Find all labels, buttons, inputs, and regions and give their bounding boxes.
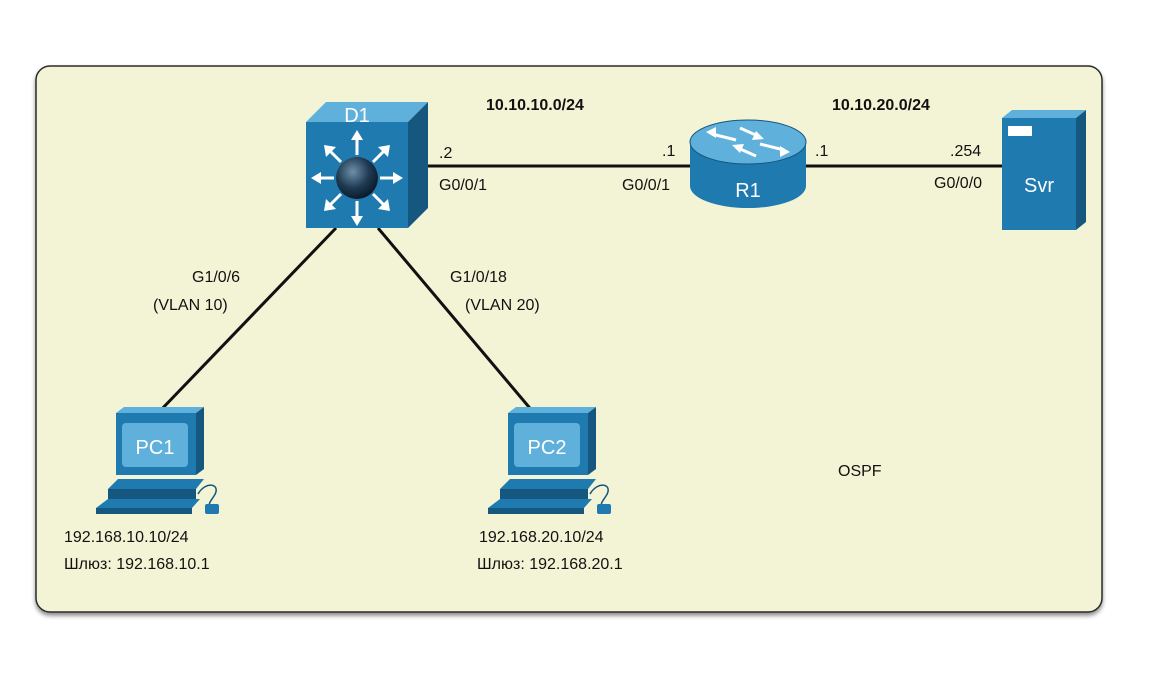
r1-host-right-label: .1 <box>815 143 828 160</box>
pc-icon: PC2 <box>488 407 611 514</box>
d1-g106-label: G1/0/6 <box>192 269 240 286</box>
vlan20-label: (VLAN 20) <box>465 297 540 314</box>
server-name: Svr <box>1024 175 1054 197</box>
pc1-name: PC1 <box>136 437 175 459</box>
pc2-gateway-label: Шлюз: 192.168.20.1 <box>477 556 623 573</box>
router-icon: R1 <box>689 119 807 208</box>
multilayer-switch-icon: D1 <box>306 102 428 228</box>
pc1-gateway-label: Шлюз: 192.168.10.1 <box>64 556 210 573</box>
switch-name: D1 <box>344 105 370 127</box>
r1-g001-label: G0/0/1 <box>622 177 670 194</box>
pc2-name: PC2 <box>528 437 567 459</box>
protocol-label: OSPF <box>838 463 882 480</box>
router-name: R1 <box>735 180 761 202</box>
server-icon: Svr <box>1002 110 1086 230</box>
svr-host-label: .254 <box>950 143 981 160</box>
pc2-ip-label: 192.168.20.10/24 <box>479 529 604 546</box>
network-label-d1-r1: 10.10.10.0/24 <box>486 97 584 114</box>
link-d1-pc2 <box>376 227 536 414</box>
topology-panel <box>35 65 1103 613</box>
links <box>156 164 1002 415</box>
d1-g1018-label: G1/0/18 <box>450 269 507 286</box>
pc1-ip-label: 192.168.10.10/24 <box>64 529 189 546</box>
svr-g000-label: G0/0/0 <box>934 175 982 192</box>
pc-icon: PC1 <box>96 407 219 514</box>
link-d1-pc1 <box>156 226 338 415</box>
d1-g001-label: G0/0/1 <box>439 177 487 194</box>
d1-host-label: .2 <box>439 145 452 162</box>
network-label-r1-svr: 10.10.20.0/24 <box>832 97 930 114</box>
vlan10-label: (VLAN 10) <box>153 297 228 314</box>
r1-host-left-label: .1 <box>662 143 675 160</box>
